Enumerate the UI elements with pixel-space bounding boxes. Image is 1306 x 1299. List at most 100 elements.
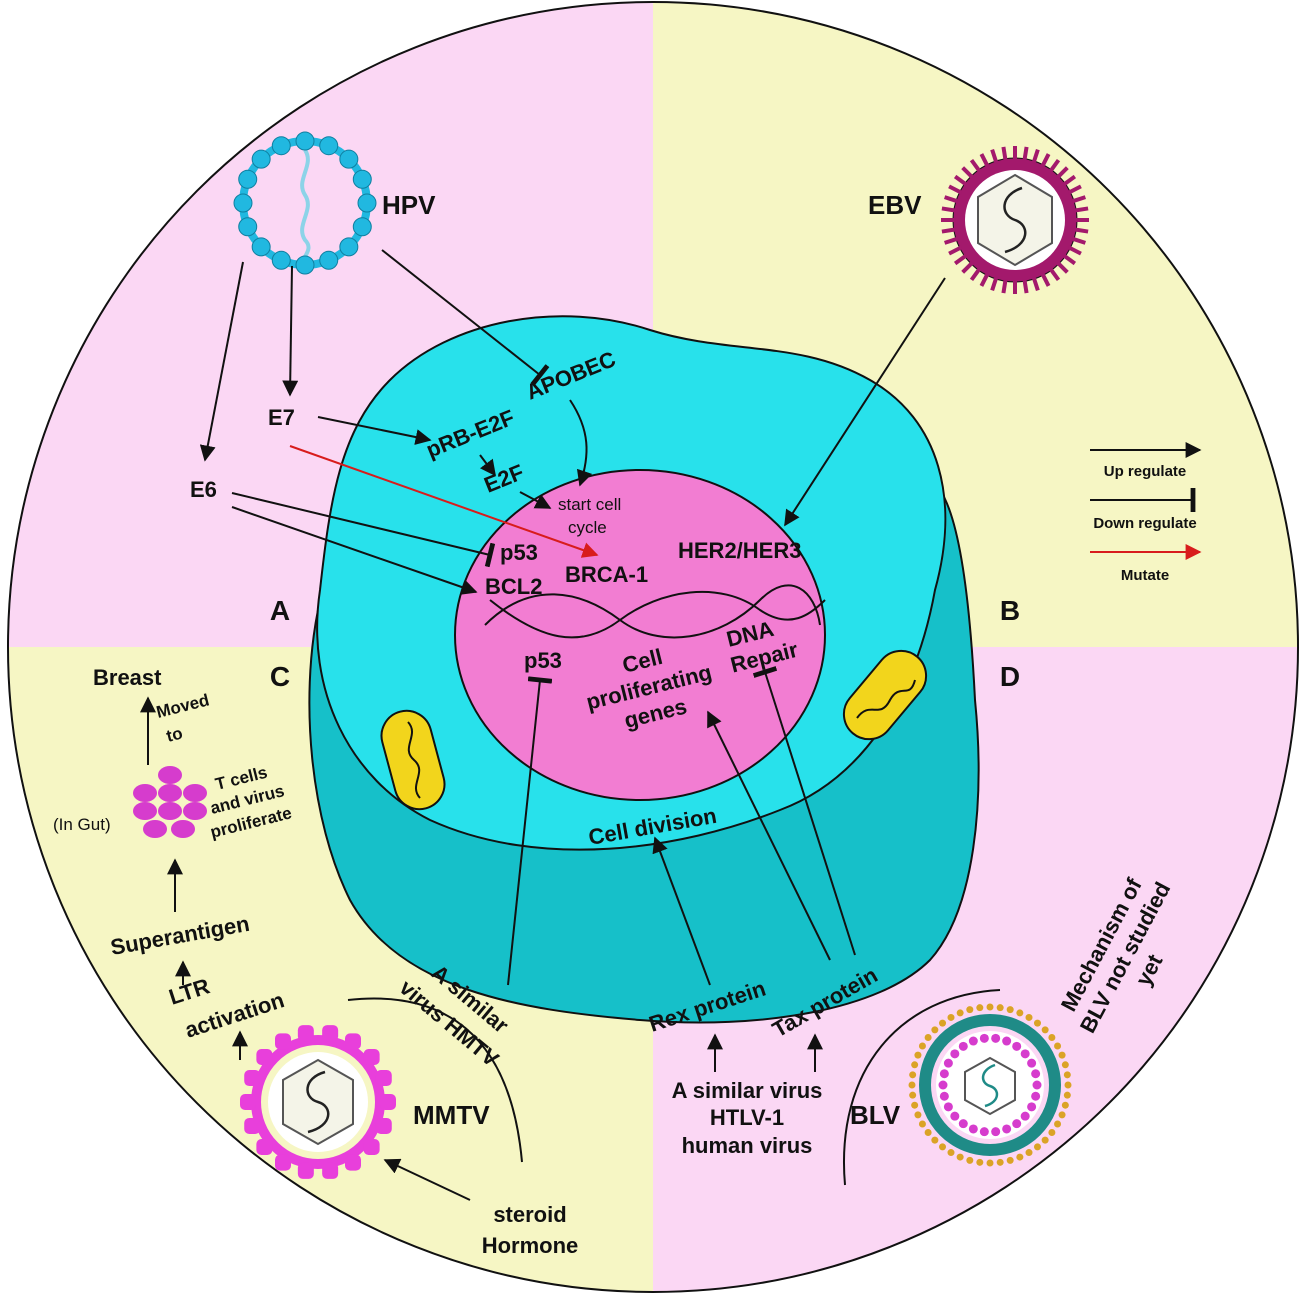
blv-surface-dot	[1025, 1149, 1033, 1157]
ebv-spike	[969, 158, 982, 173]
ebv-spike	[1062, 253, 1077, 266]
mmtv-knob	[297, 1025, 314, 1042]
ebv-spike	[1071, 195, 1086, 204]
blv-surface-dot	[1054, 1042, 1062, 1050]
blv-surface-dot	[956, 1009, 964, 1017]
separator-mmtv	[347, 997, 523, 1163]
blv-surface-dot	[908, 1081, 916, 1089]
mitochondrion-left	[380, 709, 446, 811]
ebv-label: EBV	[868, 190, 922, 220]
outer-circle	[7, 1, 1299, 1293]
hpv-capsomere	[271, 136, 291, 156]
arrows	[140, 249, 1001, 1201]
inhibit-hmtv-p53	[507, 676, 553, 986]
hpv-capsomere	[339, 149, 359, 169]
ebv-spike	[1022, 146, 1029, 162]
ebv-spike	[1040, 153, 1051, 168]
mmtv-knob	[256, 1138, 273, 1155]
blv-surface-dot	[909, 1091, 917, 1099]
blv-inner-dot	[958, 1041, 968, 1051]
blv-surface-dot	[1063, 1071, 1071, 1079]
her2-her3-label: HER2/HER3	[678, 538, 801, 563]
mmtv-knob	[322, 1025, 339, 1042]
blv-surface-dot	[1064, 1081, 1072, 1089]
blv-inner-dot	[938, 1080, 948, 1090]
dna-strand-1	[484, 584, 821, 639]
blv-inner-dot	[958, 1119, 968, 1129]
ebv-spike	[941, 227, 957, 234]
ebv-spike	[1073, 227, 1089, 234]
blv-inner-dot	[1027, 1102, 1037, 1112]
hpv-capsomere	[238, 217, 258, 237]
similar-virus-label-1: A similar virus	[672, 1078, 823, 1103]
in-gut-label: (In Gut)	[53, 815, 111, 834]
blv-inner-dot	[1032, 1080, 1042, 1090]
hpv-capsomere	[319, 250, 339, 270]
ebv-spike	[969, 267, 982, 282]
bcl2-label: BCL2	[485, 574, 542, 599]
steroid-label: steroid	[493, 1202, 566, 1227]
blv-inner-dot	[939, 1091, 949, 1101]
mmtv-knob	[240, 1094, 256, 1110]
arrow-hpv-e6	[199, 261, 244, 462]
mmtv-knob	[256, 1049, 273, 1066]
inhibit-e6-p53	[231, 492, 496, 568]
blv-surface-dot	[931, 1026, 939, 1034]
blv-inner-dot	[950, 1049, 960, 1059]
mmtv-label: MMTV	[413, 1100, 490, 1130]
ebv-spike	[961, 261, 974, 274]
blv-inner-dot	[943, 1102, 953, 1112]
hpv-capsomere	[319, 136, 339, 156]
ebv-spike	[1001, 278, 1008, 294]
mmtv-knob	[363, 1049, 380, 1066]
p53-top-label: p53	[500, 540, 538, 565]
blv-surface-dot	[1016, 1153, 1024, 1161]
separator-blv	[843, 989, 1001, 1186]
blv-surface-dot	[986, 1003, 994, 1011]
blv-surface-dot	[911, 1061, 919, 1069]
ebv-spike	[990, 149, 999, 164]
blv-surface-dot	[1041, 1136, 1049, 1144]
arrow-tax-prolif	[707, 710, 831, 961]
arrow-e2f-cycle	[519, 491, 552, 509]
inhibit-tax-dnarepair	[752, 666, 856, 956]
mmtv-knob	[244, 1117, 261, 1134]
ebv-spike	[953, 253, 968, 266]
ebv-spike	[1048, 158, 1061, 173]
arrow-apobec-cycle	[569, 399, 593, 487]
blv-surface-dot	[1058, 1051, 1066, 1059]
blv-surface-dot	[939, 1019, 947, 1027]
blv-surface-dot	[976, 1158, 984, 1166]
mitochondrion-right	[842, 649, 928, 741]
mmtv-knob	[380, 1094, 396, 1110]
mmtv-knob	[244, 1070, 261, 1087]
ebv-spike	[1056, 261, 1069, 274]
blv-surface-dot	[931, 1136, 939, 1144]
blv-inner-dot	[1012, 1119, 1022, 1129]
blv-surface-dot	[1054, 1120, 1062, 1128]
blv-inner-dot	[1012, 1041, 1022, 1051]
blv-inner-dot	[991, 1127, 1001, 1137]
nucleus	[454, 469, 826, 801]
moved-to-label-2: to	[164, 724, 184, 746]
similar-virus-label-3: human virus	[682, 1133, 813, 1158]
blv-surface-dot	[924, 1034, 932, 1042]
blv-surface-dot	[1061, 1061, 1069, 1069]
legend: Up regulate Down regulate Mutate	[1090, 442, 1202, 584]
blv-surface-dot	[966, 1006, 974, 1014]
blv-surface-dot	[1006, 1156, 1014, 1164]
brca1-label: BRCA-1	[565, 562, 648, 587]
blv-inner-dot	[1020, 1111, 1030, 1121]
blv-surface-dot	[1063, 1091, 1071, 1099]
blv-surface-dot	[996, 1004, 1004, 1012]
quadrant-b-label: B	[1000, 595, 1020, 626]
mmtv-knob	[345, 1154, 361, 1171]
blv-inner-dot	[979, 1033, 989, 1043]
hpv-capsomere	[295, 255, 315, 275]
blv-inner-dot	[943, 1058, 953, 1068]
blv-surface-dot	[1016, 1009, 1024, 1017]
blv-surface-dot	[924, 1128, 932, 1136]
blv-surface-dot	[1033, 1143, 1041, 1151]
breast-label: Breast	[93, 665, 162, 690]
blv-surface-dot	[909, 1071, 917, 1079]
